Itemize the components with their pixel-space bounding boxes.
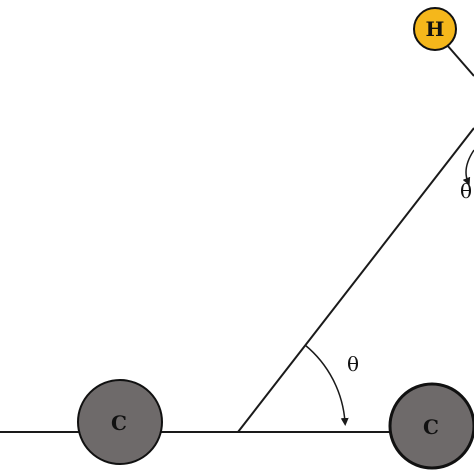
carbon-atom-left-label: C (111, 411, 127, 435)
carbon-atom-left-circle (77, 379, 163, 465)
upper-angle-arc (462, 149, 474, 186)
hydrogen-atom-label: H (426, 17, 445, 41)
lower-angle-label: θ (347, 352, 359, 376)
carbon-atom-right-label: C (423, 415, 439, 439)
hydrogen-atom-circle (413, 7, 457, 51)
carbon-atom-right-circle (388, 382, 474, 470)
h-bond (446, 44, 474, 77)
diagonal-bond (237, 127, 474, 433)
upper-angle-label: θ (460, 179, 472, 203)
lower-angle-arc (304, 344, 349, 426)
carbon-atom-left: C (77, 379, 163, 465)
hydrogen-atom: H (413, 7, 457, 51)
carbon-atom-right: C (388, 382, 474, 470)
